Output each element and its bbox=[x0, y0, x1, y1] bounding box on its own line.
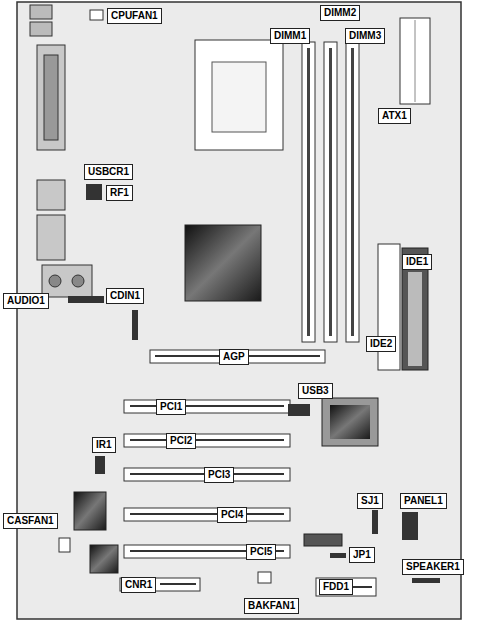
part-name: CPUFAN1 bbox=[107, 8, 162, 24]
part-name: CASFAN1 bbox=[3, 513, 58, 529]
part-name: PCI1 bbox=[156, 399, 186, 415]
part-name: CDIN1 bbox=[106, 288, 144, 304]
part-name: AUDIO1 bbox=[3, 293, 49, 309]
part-name: DIMM3 bbox=[345, 28, 385, 44]
part-name: PCI3 bbox=[204, 467, 234, 483]
part-name: BAKFAN1 bbox=[244, 598, 299, 614]
part-name: ATX1 bbox=[378, 108, 411, 124]
part-name: CNR1 bbox=[121, 577, 156, 593]
part-name: FDD1 bbox=[319, 579, 353, 595]
part-name: IDE2 bbox=[366, 336, 396, 352]
part-name: DIMM1 bbox=[270, 28, 310, 44]
part-name: PANEL1 bbox=[400, 493, 447, 509]
part-name: PCI5 bbox=[246, 544, 276, 560]
part-name: RF1 bbox=[106, 185, 133, 201]
part-name: PCI4 bbox=[217, 507, 247, 523]
part-name: IR1 bbox=[92, 437, 116, 453]
part-name: PCI2 bbox=[166, 433, 196, 449]
part-name: SJ1 bbox=[357, 493, 383, 509]
part-name: USB3 bbox=[298, 383, 333, 399]
part-name: DIMM2 bbox=[320, 5, 360, 21]
part-name: AGP bbox=[219, 349, 249, 365]
part-name: USBCR1 bbox=[84, 164, 133, 180]
part-name: SPEAKER1 bbox=[402, 559, 464, 575]
part-name: IDE1 bbox=[402, 254, 432, 270]
part-name: JP1 bbox=[349, 547, 375, 563]
